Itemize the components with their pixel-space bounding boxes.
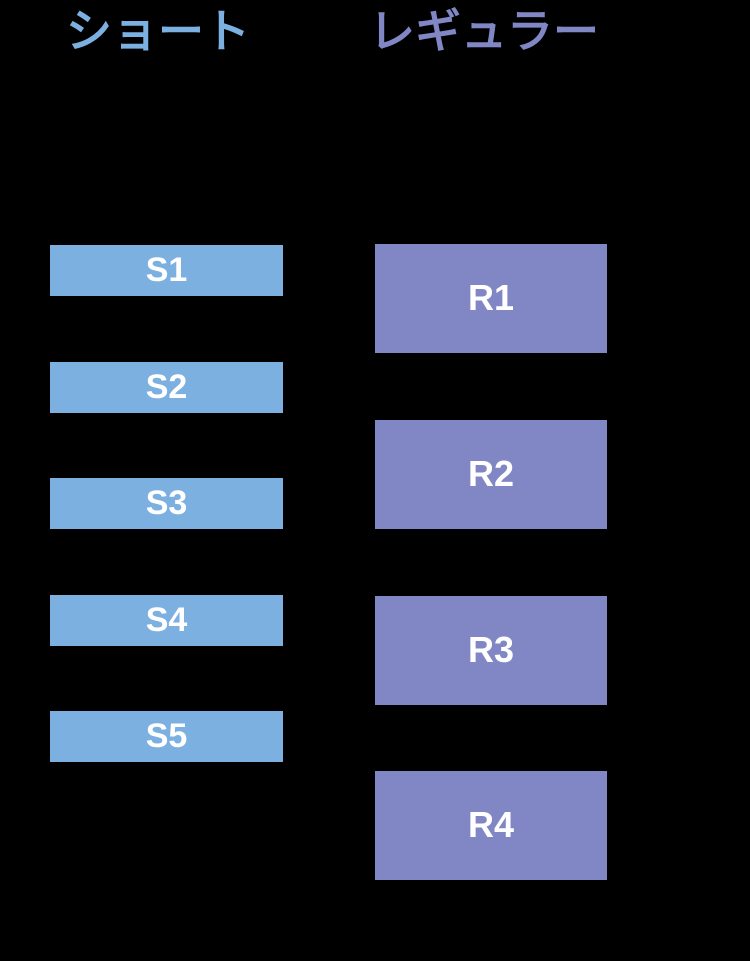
block-label: S4 — [145, 600, 188, 639]
block-label: S2 — [145, 367, 188, 406]
block-s2[interactable]: S2 — [50, 362, 283, 413]
block-r3[interactable]: R3 — [375, 596, 607, 705]
block-label: S1 — [145, 250, 188, 289]
column-header-short: ショート — [66, 5, 250, 57]
block-s5[interactable]: S5 — [50, 711, 283, 762]
block-r1[interactable]: R1 — [375, 244, 607, 353]
block-label: S3 — [145, 483, 188, 522]
column-header-regular: レギュラー — [369, 5, 599, 57]
block-label: R3 — [467, 628, 515, 670]
block-r4[interactable]: R4 — [375, 771, 607, 880]
block-s3[interactable]: S3 — [50, 478, 283, 529]
block-s1[interactable]: S1 — [50, 245, 283, 296]
block-r2[interactable]: R2 — [375, 420, 607, 529]
block-label: R4 — [467, 803, 515, 845]
block-label: R2 — [467, 452, 515, 494]
block-s4[interactable]: S4 — [50, 595, 283, 646]
block-label: S5 — [145, 716, 188, 755]
block-label: R1 — [467, 276, 515, 318]
